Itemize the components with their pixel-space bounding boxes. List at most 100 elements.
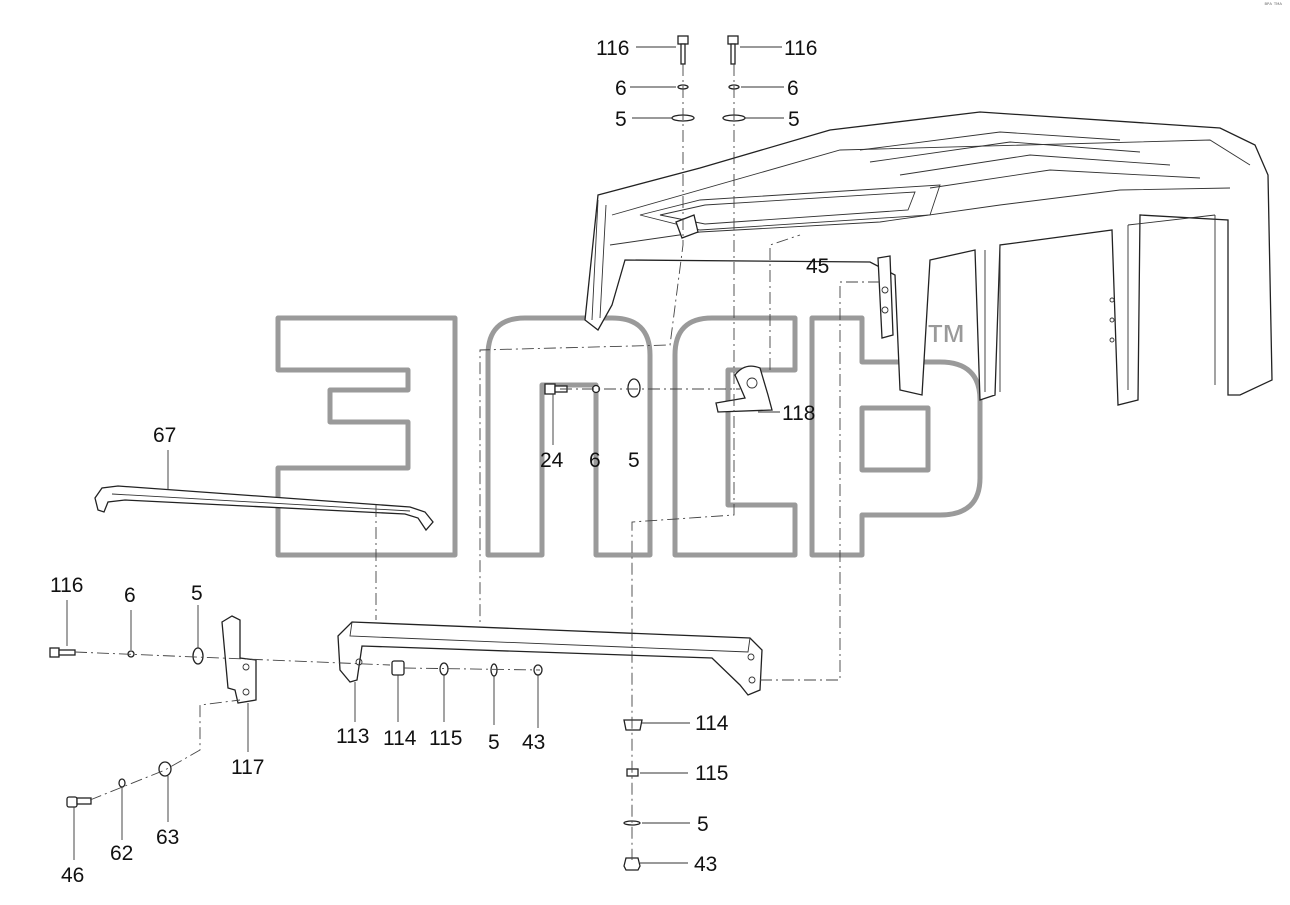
beam-fasteners-horizontal <box>391 660 543 728</box>
label-114-stack: 114 <box>695 712 729 735</box>
beam-fasteners-vertical <box>623 719 690 871</box>
bracket-45-hole-2 <box>881 306 889 314</box>
front-bracket-on-frame <box>675 214 699 239</box>
watermark-trademark: ᴛᴍ <box>928 313 965 349</box>
label-116-top-right: 116 <box>784 37 817 60</box>
pillar-hole-3 <box>1109 337 1115 343</box>
axis-right-roof <box>631 64 735 860</box>
label-113: 113 <box>336 725 369 748</box>
beam-hole-right-1 <box>747 653 755 661</box>
roof-rib-1 <box>859 131 1121 151</box>
roof-door-opening <box>1127 214 1216 390</box>
label-116-top-left: 116 <box>596 37 629 60</box>
label-43-stack: 43 <box>694 853 717 876</box>
bracket-117-hole-2 <box>242 688 250 696</box>
roof-top-edge <box>611 139 1251 216</box>
watermark-logo: ᴛᴍ <box>275 313 983 558</box>
label-115-beam: 115 <box>429 727 462 750</box>
watermark-letter-4 <box>809 315 983 558</box>
bolt-116-left-shank <box>680 43 686 65</box>
bracket-117-hole-1 <box>242 663 250 671</box>
cab-roof-frame <box>584 111 1273 406</box>
roof-outline <box>584 111 1273 406</box>
bracket-118 <box>715 365 773 413</box>
roof-mid-pillar <box>984 245 1001 392</box>
label-43-beam: 43 <box>522 731 545 754</box>
axis-left-roof <box>479 64 684 622</box>
roof-rib-2 <box>869 141 1141 163</box>
bolt-116-side-head <box>49 647 60 658</box>
top-fasteners <box>630 35 784 122</box>
bolt-116-right-shank <box>730 43 736 65</box>
axis-bracket-45 <box>760 281 880 681</box>
bolt-116-side-shank <box>58 649 76 656</box>
bracket-45-hole <box>881 286 889 294</box>
bracket-45 <box>877 255 894 339</box>
washer-5-beam <box>490 663 498 677</box>
beam-body <box>337 621 763 696</box>
watermark-letter-2 <box>485 315 653 558</box>
label-63: 63 <box>156 826 179 849</box>
label-6-top-right: 6 <box>787 77 799 100</box>
roof-hatch-inner <box>659 191 916 225</box>
axis-beam-nuts <box>403 667 541 671</box>
label-116-side: 116 <box>50 574 83 597</box>
pillar-hole-2 <box>1109 317 1115 323</box>
label-5-beam: 5 <box>488 731 500 754</box>
beam-113 <box>337 621 763 722</box>
label-6-top-left: 6 <box>615 77 627 100</box>
spacer-114-vertical <box>623 719 643 731</box>
centre-fasteners <box>544 365 780 445</box>
label-114-beam: 114 <box>383 727 417 750</box>
handrail-edge <box>111 493 411 512</box>
left-fasteners <box>49 600 257 752</box>
beam-hole-right-2 <box>748 676 756 684</box>
bolt-116-right-head <box>727 35 739 45</box>
assembly-axes <box>74 64 880 860</box>
bolt-116-left-head <box>677 35 689 45</box>
bracket-117 <box>221 615 257 704</box>
nut-115-vertical <box>626 768 639 777</box>
washer-63 <box>158 761 172 777</box>
bolt-24-head <box>544 383 556 395</box>
watermark-letter-1 <box>275 315 458 558</box>
handrail-67 <box>94 450 434 532</box>
roof-rib-4 <box>929 169 1201 189</box>
washer-5-side <box>192 647 204 665</box>
part-labels: 116 116 6 6 5 5 45 118 24 6 5 67 116 6 5… <box>50 37 829 887</box>
beam-hole-left <box>355 658 363 666</box>
bracket-118-hole <box>746 377 758 389</box>
label-6-side: 6 <box>124 584 136 607</box>
lower-left-fasteners <box>66 761 172 860</box>
axis-side-bolt <box>74 651 391 666</box>
handrail-body <box>94 485 434 532</box>
spacer-114 <box>391 660 405 676</box>
roof-left-pillar <box>591 199 607 321</box>
pillar-hole-1 <box>1109 297 1115 303</box>
bolt-46-head <box>66 796 78 808</box>
axis-lower-bolt <box>89 699 241 801</box>
nut-43-vertical <box>623 857 641 871</box>
label-24: 24 <box>540 449 564 472</box>
label-62: 62 <box>110 842 133 865</box>
label-6-centre: 6 <box>589 449 601 472</box>
label-5-stack: 5 <box>697 813 709 836</box>
corner-note: ᴮᴾᴬ ᵀᴹᴬ <box>1264 2 1282 9</box>
bolt-46-shank <box>76 797 92 805</box>
label-115-stack: 115 <box>695 762 728 785</box>
label-5-top-right: 5 <box>788 108 800 131</box>
watermark-letter-3 <box>672 315 798 558</box>
label-117: 117 <box>231 756 264 779</box>
roof-rib-3 <box>899 154 1171 176</box>
label-67: 67 <box>153 424 176 447</box>
label-118: 118 <box>782 402 815 425</box>
washer-62 <box>118 778 126 788</box>
label-5-centre: 5 <box>628 449 640 472</box>
label-5-top-left: 5 <box>615 108 627 131</box>
label-45: 45 <box>806 255 829 278</box>
washer-5-centre <box>627 378 641 398</box>
nut-115 <box>439 662 449 676</box>
label-46: 46 <box>61 864 84 887</box>
